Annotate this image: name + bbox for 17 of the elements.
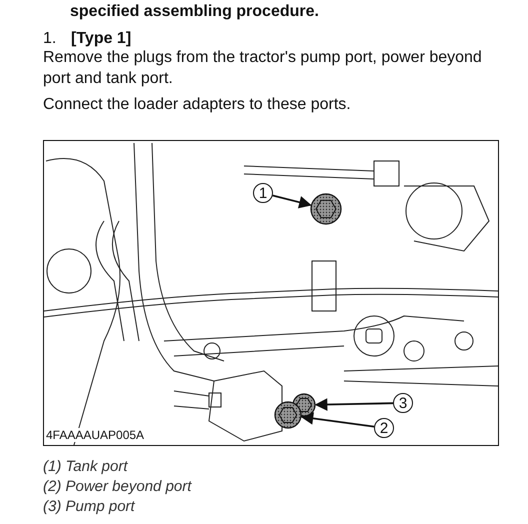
heading-text: specified assembling procedure. [70,3,319,21]
parts-list-item: (3) Pump port [43,497,135,517]
callout-number: 2 [374,418,394,438]
parts-list-item: (1) Tank port [43,457,128,477]
step-title: [Type 1] [71,29,132,49]
plug-drawing [310,193,342,225]
instruction-text: Remove the plugs from the tractor's pump port, power beyond port and tank port. [43,48,483,89]
figure-code: 4FAAAAUAP005A [46,428,144,442]
plug-drawing [274,401,302,429]
instruction-text: Connect the loader adapters to these ports. [43,95,351,115]
callout-number: 1 [253,183,273,203]
callout-number: 3 [393,393,413,413]
step-number: 1. [43,29,56,49]
leader-arrow [300,412,374,428]
leader-arrow [314,398,394,411]
parts-list-item: (2) Power beyond port [43,477,192,497]
leader-arrow [272,194,312,208]
